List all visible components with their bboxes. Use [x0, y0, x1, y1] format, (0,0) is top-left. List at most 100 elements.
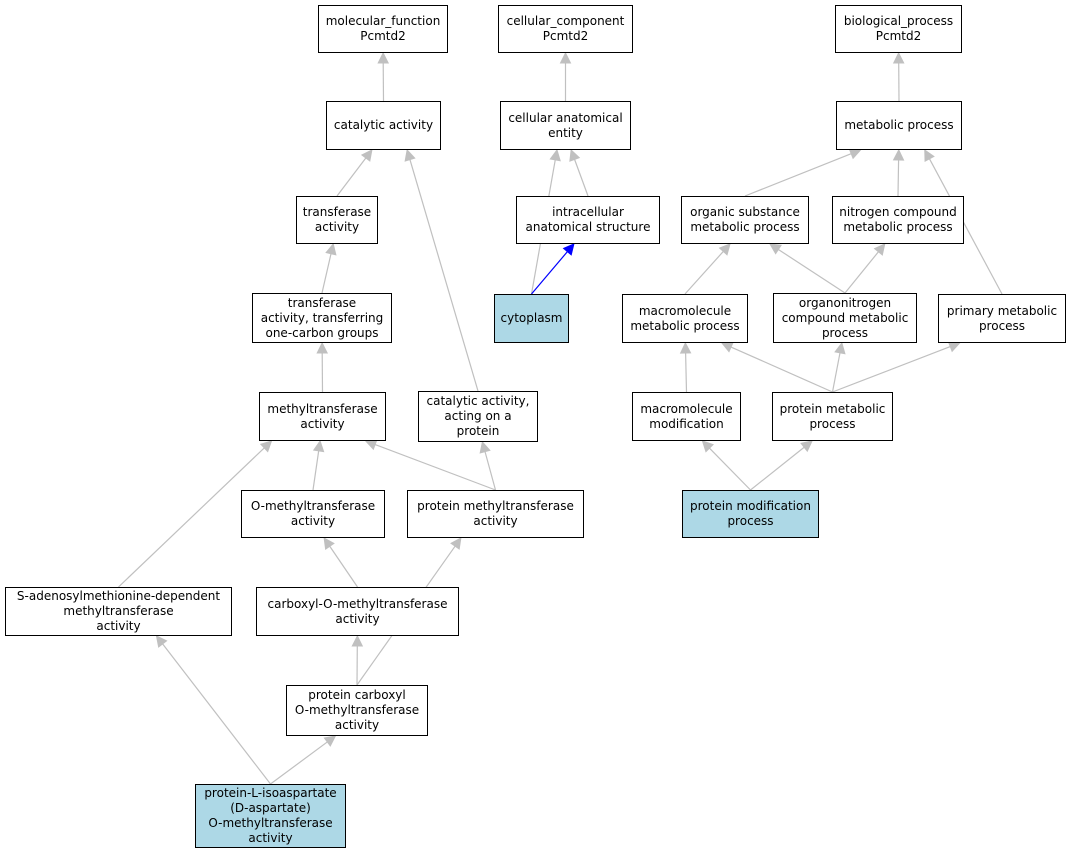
node-label-line: catalytic activity — [333, 118, 434, 132]
edge-macro-to-organic — [684, 251, 724, 295]
edge-isoaspartate-to-sam — [162, 643, 271, 785]
edge-protmethyl-to-cat_protein — [484, 451, 497, 491]
node-label-line: methyltransferase — [267, 401, 378, 416]
node-label-line: macromolecule — [638, 303, 732, 318]
edge-arrowhead — [312, 439, 325, 453]
edge-arrowhead — [155, 635, 168, 648]
node-label-line: primary metabolic — [946, 303, 1058, 318]
node-metabolic-process[interactable]: metabolic process — [836, 101, 962, 150]
edge-nitrogen-to-metabolic — [897, 159, 900, 197]
node-label-line: activity — [314, 220, 360, 234]
node-label-line: Pcmtd2 — [542, 29, 589, 43]
node-label-line: O-methyltransferase — [208, 816, 333, 830]
node-label-line: Pcmtd2 — [875, 29, 922, 43]
edge-protmeta-to-macro — [730, 346, 833, 393]
edge-omethyl-to-methyltransferase — [312, 450, 320, 491]
node-label-line: process — [821, 325, 869, 340]
edge-arrowhead — [924, 149, 935, 162]
node-label-line: protein metabolic — [779, 401, 886, 416]
node-label-line: protein carboxyl — [308, 688, 406, 702]
edge-arrowhead — [718, 243, 731, 256]
node-label-line: activity — [96, 619, 141, 633]
edge-organonitrogen-to-organic — [778, 248, 846, 294]
node-label-line: process — [727, 514, 774, 528]
node-protein-l-isoaspartate-o-methyltransferase-activity[interactable]: protein-L-isoaspartate(D-aspartate)O-met… — [195, 784, 346, 848]
edge-macromod-to-macro — [685, 352, 688, 393]
node-label-line: biological_process — [843, 14, 954, 28]
node-label-line: organic substance — [690, 205, 800, 219]
edge-sam-to-methyltransferase — [118, 447, 265, 588]
edge-arrowhead — [351, 634, 364, 647]
edge-arrowhead — [404, 148, 416, 162]
node-label-line: catalytic activity, — [426, 394, 530, 408]
node-label-line: metabolic process — [844, 118, 954, 132]
edge-arrowhead — [377, 51, 390, 64]
node-label-line: metabolic process — [843, 220, 953, 234]
node-label-line: organonitrogen — [798, 295, 892, 310]
node-label-line: cellular anatomical — [508, 110, 623, 125]
edge-arrowhead — [701, 440, 714, 453]
edge-arrowhead — [947, 341, 961, 353]
edge-arrowhead — [360, 149, 373, 162]
edge-arrowhead — [834, 341, 846, 355]
edge-arrowhead — [892, 51, 905, 64]
edge-arrowhead — [325, 242, 337, 256]
node-label-line: carboxyl-O-methyltransferase — [267, 596, 448, 611]
node-label-line: one-carbon groups — [265, 325, 379, 340]
edge-arrowhead — [316, 341, 329, 354]
node-label-line: molecular_function — [325, 14, 441, 28]
node-label-line: cytoplasm — [500, 311, 563, 325]
node-label-line: metabolic process — [630, 318, 740, 333]
node-label-line: transferase — [302, 205, 372, 219]
node-label-line: activity — [290, 514, 336, 528]
edge-cytoplasm-to-ias — [531, 251, 568, 295]
edge-ias-to-cae — [574, 159, 589, 197]
edge-arrowhead — [569, 148, 581, 162]
node-label-line: activity — [334, 718, 380, 732]
node-label-line: intracellular — [552, 205, 624, 219]
edge-arrowhead — [323, 735, 337, 747]
node-cytoplasm[interactable]: cytoplasm — [494, 294, 569, 343]
node-label-line: activity — [473, 514, 518, 528]
node-label-line: process — [978, 318, 1026, 333]
node-catalytic-activity[interactable]: catalytic activity — [326, 101, 441, 150]
edge-arrowhead — [679, 341, 692, 354]
edge-organic-to-metabolic — [744, 153, 852, 197]
edge-arrowhead — [892, 148, 905, 161]
node-label-line: O-methyltransferase — [250, 499, 376, 513]
node-label-line: activity — [248, 831, 293, 845]
node-label-line: transferase — [287, 295, 357, 310]
edge-arrowhead — [364, 439, 378, 451]
node-label-line: macromolecule — [640, 401, 733, 416]
node-label-line: Pcmtd2 — [360, 29, 406, 43]
node-label-line: nitrogen compound — [839, 205, 957, 219]
node-label-line: acting on a — [444, 409, 512, 423]
node-label-line: compound metabolic — [781, 310, 909, 325]
node-label-line: cellular_component — [506, 14, 625, 28]
edge-isoaspartate-to-protcarboxyl — [270, 741, 328, 785]
edge-primary-to-metabolic — [928, 158, 1003, 295]
